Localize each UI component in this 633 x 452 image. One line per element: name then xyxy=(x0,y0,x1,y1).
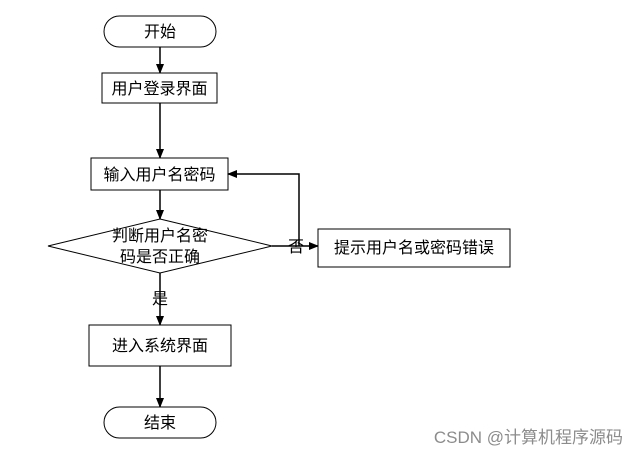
end-terminator xyxy=(103,406,217,439)
watermark: CSDN @计算机程序源码 xyxy=(433,428,623,447)
end-label: 结束 xyxy=(144,414,176,432)
error-prompt-box xyxy=(317,228,511,268)
loop-back-line xyxy=(227,170,300,246)
enter-system-box xyxy=(88,324,232,367)
input-credentials-label: 输入用户名密码 xyxy=(103,166,215,184)
decision-label-line1: 判断用户名密 xyxy=(112,227,208,245)
login-screen-label: 用户登录界面 xyxy=(111,80,207,98)
login-screen-box xyxy=(101,72,218,104)
no-label: 否 xyxy=(288,239,304,256)
yes-label: 是 xyxy=(152,291,168,308)
decision-label-line2: 码是否正确 xyxy=(120,248,200,266)
enter-system-label: 进入系统界面 xyxy=(112,337,208,355)
start-label: 开始 xyxy=(144,23,176,41)
error-prompt-label: 提示用户名或密码错误 xyxy=(334,239,494,257)
